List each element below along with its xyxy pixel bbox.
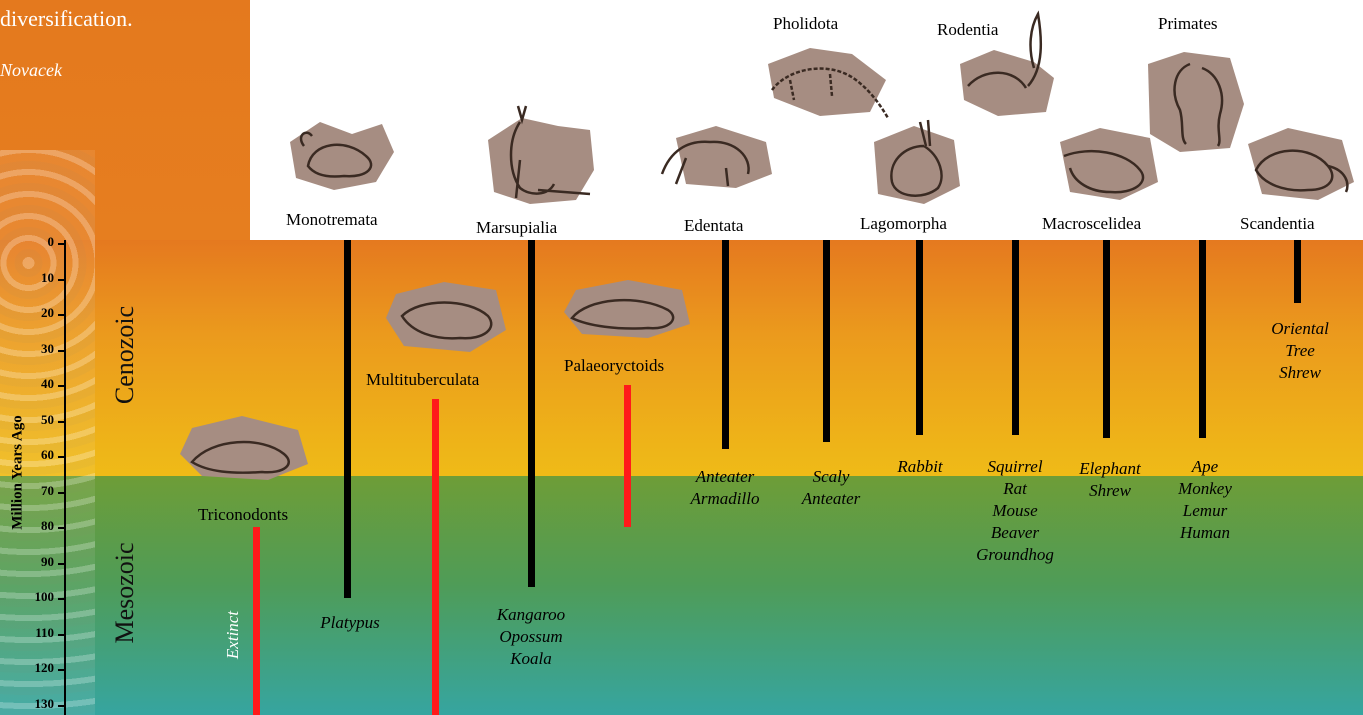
- y-tick-mark: [58, 243, 66, 245]
- species-rodentia: Squirrel Rat Mouse Beaver Groundhog: [955, 456, 1075, 566]
- y-tick-label: 130: [22, 696, 54, 712]
- kangaroo-icon: [478, 100, 602, 210]
- y-tick-mark: [58, 456, 66, 458]
- era-label-cenozoic: Cenozoic: [110, 290, 140, 420]
- y-tick-label: 110: [22, 625, 54, 641]
- y-tick-mark: [58, 705, 66, 707]
- order-label-edentata: Edentata: [684, 216, 743, 236]
- primate-icon: [1140, 44, 1250, 156]
- y-tick-mark: [58, 669, 66, 671]
- lineage-line-monotremata: [344, 240, 351, 598]
- order-label-scandentia: Scandentia: [1240, 214, 1315, 234]
- y-tick-label: 70: [22, 483, 54, 499]
- triconodont-icon: [172, 410, 312, 486]
- order-label-monotremata: Monotremata: [286, 210, 378, 230]
- tree-shrew-icon: [1238, 120, 1358, 204]
- y-tick-label: 50: [22, 412, 54, 428]
- y-tick-label: 0: [22, 234, 54, 250]
- extinct-label: Extinct: [223, 605, 243, 665]
- species-monotremata: Platypus: [300, 612, 400, 634]
- y-tick-mark: [58, 563, 66, 565]
- order-label-lagomorpha: Lagomorpha: [860, 214, 947, 234]
- lineage-line-marsupialia: [528, 240, 535, 587]
- y-axis-title: Million Years Ago: [10, 413, 27, 533]
- lineage-line-pholidota: [823, 240, 830, 442]
- species-lagomorpha: Rabbit: [880, 456, 960, 478]
- y-tick-mark: [58, 527, 66, 529]
- species-marsupialia: Kangaroo Opossum Koala: [466, 604, 596, 670]
- author-credit: Novacek: [0, 60, 62, 81]
- species-pholidota: Scaly Anteater: [786, 466, 876, 510]
- lineage-line-rodentia: [1012, 240, 1019, 435]
- species-edentata: Anteater Armadillo: [670, 466, 780, 510]
- order-label-rodentia: Rodentia: [937, 20, 998, 40]
- y-axis-line: [64, 240, 66, 715]
- y-tick-mark: [58, 279, 66, 281]
- platypus-icon: [282, 112, 398, 194]
- order-label-primates: Primates: [1158, 14, 1218, 34]
- intro-text: diversification.: [0, 6, 133, 32]
- palaeoryctoid-icon: [558, 276, 694, 342]
- lineage-line-multituberculata: [432, 399, 439, 715]
- lineage-line-primates: [1199, 240, 1206, 438]
- y-tick-label: 90: [22, 554, 54, 570]
- y-tick-label: 80: [22, 518, 54, 534]
- y-tick-mark: [58, 314, 66, 316]
- y-tick-label: 10: [22, 270, 54, 286]
- y-tick-mark: [58, 385, 66, 387]
- group-label-multituberculata: Multituberculata: [366, 370, 479, 390]
- y-tick-mark: [58, 598, 66, 600]
- rabbit-icon: [864, 116, 964, 208]
- multituberculate-icon: [380, 276, 510, 358]
- y-tick-mark: [58, 350, 66, 352]
- lineage-line-lagomorpha: [916, 240, 923, 435]
- lineage-line-macroscelidea: [1103, 240, 1110, 438]
- order-label-marsupialia: Marsupialia: [476, 218, 557, 238]
- y-tick-label: 40: [22, 376, 54, 392]
- y-tick-mark: [58, 421, 66, 423]
- y-tick-label: 100: [22, 589, 54, 605]
- group-label-palaeoryctoids: Palaeoryctoids: [564, 356, 664, 376]
- anteater-icon: [656, 118, 776, 192]
- lineage-line-scandentia: [1294, 240, 1301, 303]
- lineage-line-palaeoryctoids: [624, 385, 631, 527]
- group-label-triconodonts: Triconodonts: [198, 505, 288, 525]
- pangolin-icon: [760, 40, 890, 122]
- order-label-macroscelidea: Macroscelidea: [1042, 214, 1141, 234]
- y-tick-mark: [58, 634, 66, 636]
- y-tick-label: 30: [22, 341, 54, 357]
- species-scandentia: Oriental Tree Shrew: [1250, 318, 1350, 384]
- order-label-pholidota: Pholidota: [773, 14, 838, 34]
- species-macroscelidea: Elephant Shrew: [1060, 458, 1160, 502]
- lineage-line-triconodonts: [253, 527, 260, 715]
- species-primates: Ape Monkey Lemur Human: [1160, 456, 1250, 544]
- lineage-line-edentata: [722, 240, 729, 449]
- y-tick-mark: [58, 492, 66, 494]
- y-tick-label: 60: [22, 447, 54, 463]
- y-tick-label: 120: [22, 660, 54, 676]
- y-tick-label: 20: [22, 305, 54, 321]
- era-label-mesozoic: Mesozoic: [110, 528, 140, 658]
